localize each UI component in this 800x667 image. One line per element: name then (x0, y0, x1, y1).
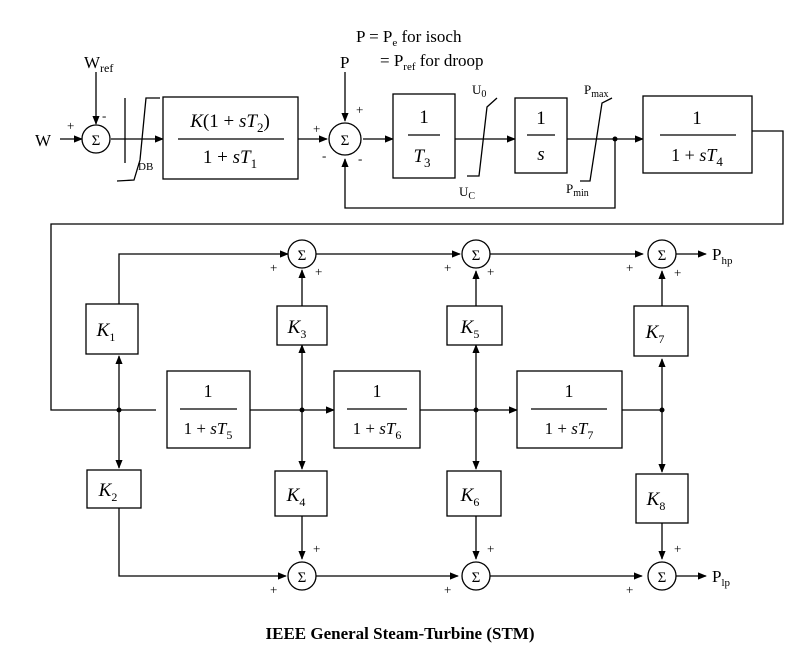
svg-text:-: - (358, 151, 362, 166)
gain-k3: K3 (276, 305, 328, 346)
svg-text:1 + sT1: 1 + sT1 (203, 147, 257, 171)
input-w-label: W (35, 131, 52, 150)
svg-text:+: + (626, 260, 633, 275)
svg-text:+: + (313, 121, 320, 136)
svg-text:Σ: Σ (341, 133, 350, 149)
svg-text:+: + (315, 264, 322, 279)
svg-text:Σ: Σ (92, 133, 101, 149)
sum-junction-lp-3: Σ (647, 561, 677, 591)
svg-text:1: 1 (692, 108, 702, 129)
svg-text:+: + (313, 541, 320, 556)
svg-text:s: s (537, 144, 544, 165)
note-isoch: P = Pe for isoch (356, 27, 462, 49)
svg-text:1 + sT7: 1 + sT7 (545, 419, 594, 442)
svg-text:+: + (674, 265, 681, 280)
deadband-label: DB (138, 161, 153, 173)
svg-text:1: 1 (565, 381, 574, 401)
svg-text:1: 1 (373, 381, 382, 401)
svg-text:+: + (356, 102, 363, 117)
gain-k6: K6 (446, 470, 502, 517)
junction-dot-feedback (612, 136, 618, 142)
sum-junction-hp-2: Σ (461, 239, 491, 269)
svg-text:-: - (322, 148, 326, 163)
sum-junction-hp-3: Σ (647, 239, 677, 269)
gain-k8: K8 (635, 473, 689, 524)
svg-text:+: + (67, 118, 74, 133)
svg-text:+: + (444, 260, 451, 275)
governor-lead-lag-block: K(1 + sT2) 1 + sT1 (162, 96, 299, 180)
rate-limiter (467, 97, 498, 177)
turbine-junction-dots (116, 407, 665, 413)
block-integrator: 1 s (514, 97, 568, 174)
svg-text:Σ: Σ (472, 570, 481, 586)
svg-text:1 + sT5: 1 + sT5 (184, 419, 233, 442)
svg-text:-: - (102, 108, 106, 123)
svg-text:1 + sT6: 1 + sT6 (353, 419, 402, 442)
top-row-signal-lines (50, 72, 784, 411)
svg-text:+: + (444, 582, 451, 597)
output-php-label: Php (712, 245, 733, 267)
svg-text:K(1 + sT2): K(1 + sT2) (189, 111, 270, 135)
svg-text:+: + (487, 264, 494, 279)
block-t6: 1 1 + sT6 (333, 370, 421, 449)
svg-text:+: + (626, 582, 633, 597)
gain-k4: K4 (274, 470, 328, 517)
gain-k2: K2 (86, 469, 142, 509)
sum-junction-lp-1: Σ (287, 561, 317, 591)
input-wref-label: Wref (84, 53, 113, 75)
sum-junction-hp-1: Σ (287, 239, 317, 269)
output-plp-label: Plp (712, 567, 731, 589)
sum-junction-lp-2: Σ (461, 561, 491, 591)
position-limiter (580, 97, 613, 182)
svg-text:Σ: Σ (298, 248, 307, 264)
block-t7: 1 1 + sT7 (516, 370, 623, 449)
diagram-caption: IEEE General Steam-Turbine (STM) (265, 624, 534, 643)
svg-text:Σ: Σ (658, 570, 667, 586)
note-droop: = Pref for droop (380, 51, 484, 73)
block-t5: 1 1 + sT5 (166, 370, 251, 449)
junction-signs: + - + + - - + + + + + + + + + + + + (67, 102, 681, 597)
deadband-element (116, 97, 160, 182)
block-t3: 1 T3 (392, 93, 456, 179)
pmax-label: Pmax (584, 82, 608, 100)
svg-text:Σ: Σ (472, 248, 481, 264)
svg-text:+: + (674, 541, 681, 556)
gain-k1: K1 (85, 303, 139, 355)
svg-text:Σ: Σ (658, 248, 667, 264)
pmin-label: Pmin (566, 181, 589, 199)
gain-k5: K5 (446, 305, 503, 346)
uc-label: UC (459, 184, 475, 202)
svg-text:1: 1 (204, 381, 213, 401)
svg-text:+: + (487, 541, 494, 556)
svg-text:Σ: Σ (298, 570, 307, 586)
svg-text:+: + (270, 582, 277, 597)
sum-junction-speed-error: Σ (81, 124, 111, 154)
turbine-section-signal-lines (115, 250, 707, 580)
sum-junction-load-reference: Σ (328, 122, 362, 156)
svg-text:+: + (270, 260, 277, 275)
block-t4: 1 1 + sT4 (642, 95, 753, 174)
input-p-label: P (340, 53, 349, 72)
svg-text:1: 1 (419, 107, 429, 128)
signal-labels: W Wref P P = Pe for isoch = Pref for dro… (35, 27, 733, 589)
svg-text:1: 1 (536, 108, 546, 129)
u0-label: U0 (472, 82, 486, 100)
gain-k7: K7 (633, 305, 689, 357)
